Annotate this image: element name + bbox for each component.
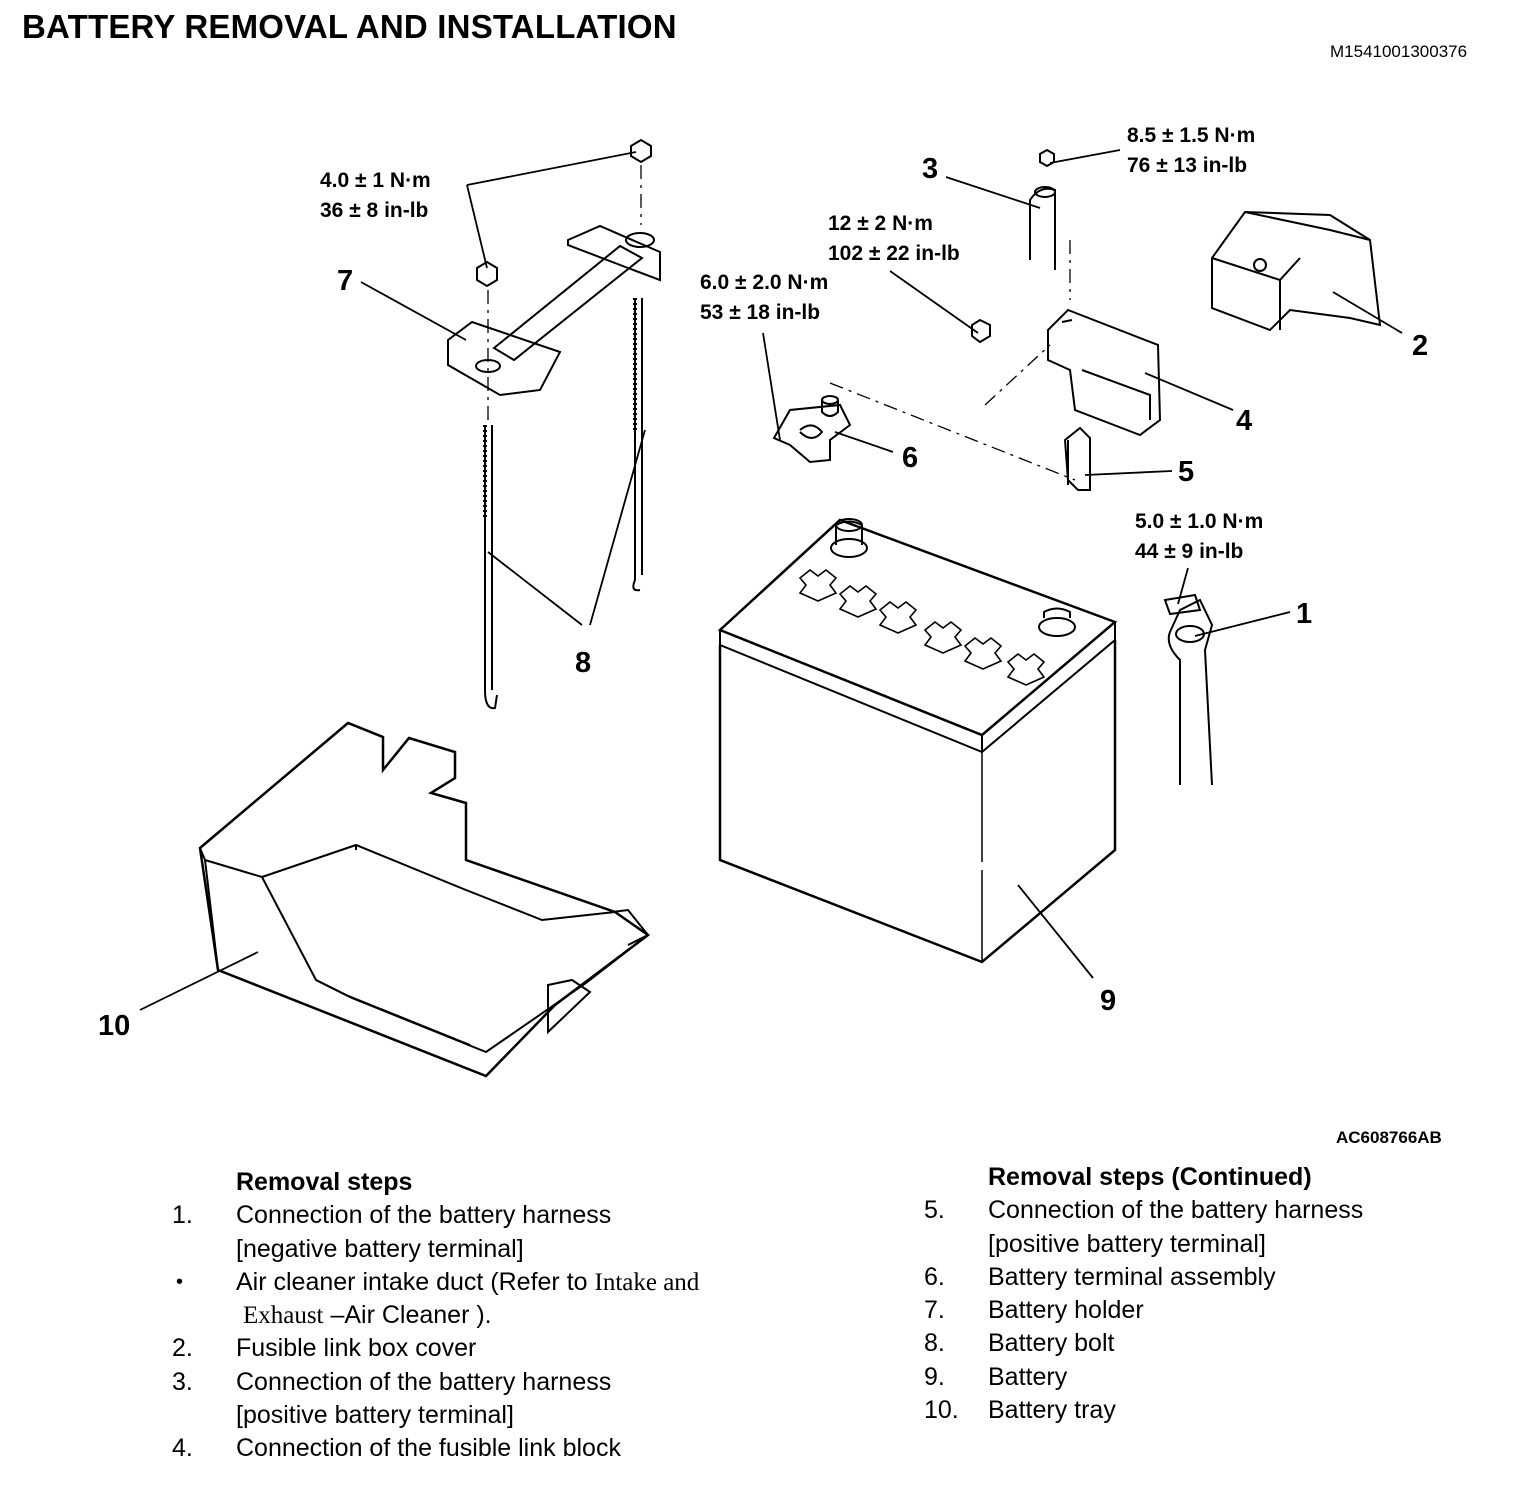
torque-spec-inlb: 102 ± 22 in-lb — [828, 242, 960, 265]
section-heading: Removal steps — [236, 1168, 413, 1196]
section-heading: Removal steps (Continued) — [988, 1163, 1312, 1191]
step-line: Connection of the battery harness — [236, 1201, 612, 1230]
fusible-link-cover-drawing — [1211, 210, 1382, 332]
step-number: 6. — [924, 1262, 945, 1291]
step-number: 5. — [924, 1196, 945, 1225]
callout-10: 10 — [98, 1010, 130, 1042]
terminal-assembly-drawing — [772, 395, 852, 464]
negative-harness-drawing — [1163, 593, 1214, 786]
torque-spec-nm: 5.0 ± 1.0 N·m — [1135, 510, 1263, 533]
list-item: 7. Battery holder — [924, 1294, 1484, 1327]
step-number: 9. — [924, 1362, 945, 1391]
list-item: 8. Battery bolt — [924, 1327, 1484, 1360]
callout-numbers: 1 2 3 4 5 6 7 8 9 10 — [98, 153, 1428, 1042]
step-text: Connection of the battery harness [posit… — [988, 1194, 1484, 1261]
list-item: • Air cleaner intake duct (Refer to Inta… — [172, 1266, 812, 1333]
step-number: 7. — [924, 1296, 945, 1325]
step-text: Battery — [988, 1362, 1068, 1391]
list-item: 3. Connection of the battery harness [po… — [172, 1366, 812, 1433]
battery-holder-drawing — [447, 138, 661, 420]
step-line: [positive battery terminal] — [236, 1401, 514, 1430]
callout-6: 6 — [902, 442, 918, 474]
step-text: Battery holder — [988, 1296, 1144, 1325]
reference-link[interactable]: Intake and — [594, 1268, 700, 1296]
callout-7: 7 — [337, 265, 353, 297]
step-text: Connection of the battery harness [negat… — [236, 1199, 812, 1266]
torque-spec-nm: 12 ± 2 N·m — [828, 212, 933, 235]
list-item: 1. Connection of the battery harness [ne… — [172, 1199, 812, 1266]
removal-steps-left: Removal steps 1. Connection of the batte… — [172, 1166, 812, 1466]
torque-spec-inlb: 76 ± 13 in-lb — [1127, 154, 1247, 177]
battery-drawing — [717, 518, 1118, 964]
step-text: Connection of the battery harness [posit… — [236, 1366, 812, 1433]
step-number: 8. — [924, 1329, 945, 1358]
document-id: M1541001300376 — [1330, 42, 1468, 61]
step-line: [positive battery terminal] — [988, 1229, 1266, 1258]
step-number: 3. — [172, 1367, 193, 1396]
step-line: Connection of the battery harness — [988, 1196, 1364, 1225]
list-item: 9. Battery — [924, 1361, 1484, 1394]
torque-spec-inlb: 36 ± 8 in-lb — [320, 199, 428, 222]
step-number: 4. — [172, 1434, 193, 1463]
callout-2: 2 — [1412, 330, 1428, 362]
list-item: 5. Connection of the battery harness [po… — [924, 1194, 1484, 1261]
step-line: Connection of the battery harness — [236, 1367, 612, 1396]
list-item: 2. Fusible link box cover — [172, 1332, 812, 1365]
reference-link[interactable]: Exhaust — [242, 1302, 324, 1330]
callout-9: 9 — [1100, 985, 1116, 1017]
step-text: Battery bolt — [988, 1329, 1115, 1358]
step-number: 1. — [172, 1201, 193, 1230]
exploded-view-diagram: 1 2 3 4 5 6 7 8 9 10 4.0 ± 1 N·m 36 ± 8 … — [98, 124, 1428, 1078]
leader-lines — [139, 149, 1403, 1011]
step-text: Battery tray — [988, 1396, 1116, 1425]
figure-id: AC608766AB — [1336, 1128, 1442, 1147]
battery-tray-drawing — [198, 721, 651, 1078]
torque-spec-nm: 4.0 ± 1 N·m — [320, 169, 431, 192]
torque-specs: 4.0 ± 1 N·m 36 ± 8 in-lb 8.5 ± 1.5 N·m 7… — [320, 124, 1263, 563]
battery-bolts-drawing — [483, 298, 643, 710]
torque-spec-nm: 6.0 ± 2.0 N·m — [700, 271, 828, 294]
torque-spec-nm: 8.5 ± 1.5 N·m — [1127, 124, 1255, 147]
step-text: Fusible link box cover — [236, 1334, 477, 1363]
callout-1: 1 — [1296, 598, 1312, 630]
step-line: –Air Cleaner ). — [323, 1301, 492, 1330]
step-number: 10. — [924, 1396, 959, 1425]
step-text: Air cleaner intake duct (Refer to Intake… — [236, 1266, 812, 1333]
fusible-link-block-drawing — [829, 148, 1162, 491]
callout-4: 4 — [1236, 405, 1252, 437]
callout-8: 8 — [575, 647, 591, 679]
callout-5: 5 — [1178, 456, 1194, 488]
step-number: 2. — [172, 1334, 193, 1363]
step-text: Battery terminal assembly — [988, 1262, 1276, 1291]
removal-steps-right: Removal steps (Continued) 5. Connection … — [924, 1161, 1484, 1427]
list-item: 10. Battery tray — [924, 1394, 1484, 1427]
list-item: 6. Battery terminal assembly — [924, 1261, 1484, 1294]
torque-spec-inlb: 44 ± 9 in-lb — [1135, 540, 1243, 563]
torque-spec-inlb: 53 ± 18 in-lb — [700, 301, 820, 324]
list-item: 4. Connection of the fusible link block — [172, 1432, 812, 1465]
callout-3: 3 — [922, 153, 938, 185]
step-text: Connection of the fusible link block — [236, 1434, 621, 1463]
step-line: [negative battery terminal] — [236, 1234, 524, 1263]
bullet-icon: • — [176, 1270, 184, 1293]
step-line: Air cleaner intake duct (Refer to — [236, 1267, 595, 1296]
page-title: BATTERY REMOVAL AND INSTALLATION — [22, 8, 677, 45]
